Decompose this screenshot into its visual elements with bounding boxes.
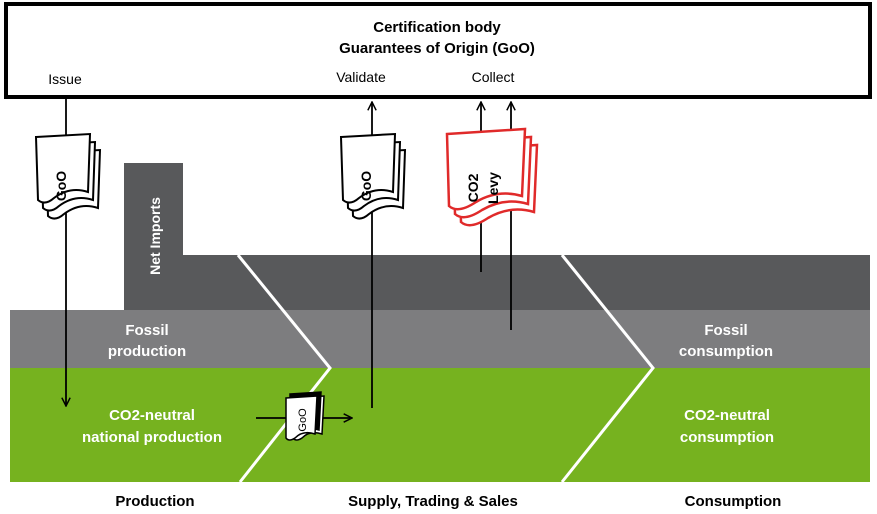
supply-consumption-separator — [560, 254, 655, 483]
stage-consumption: Consumption — [685, 493, 782, 510]
co2-label: CO2 — [465, 173, 481, 202]
transfer-goo-document-icon: GoO — [285, 391, 325, 441]
net-imports-band — [124, 163, 870, 310]
validate-label: Validate — [336, 69, 386, 85]
fossil-band — [10, 310, 870, 368]
fossil-consumption-line2: consumption — [679, 343, 773, 360]
fossil-consumption-line1: Fossil — [704, 322, 747, 339]
validated-goo-document-icon: GoO — [339, 132, 407, 220]
stage-production: Production — [115, 493, 194, 510]
issue-label: Issue — [48, 71, 82, 87]
co2-consumption-line1: CO2-neutral — [684, 407, 770, 424]
co2-national-line2: national production — [82, 429, 222, 446]
validated-goo-label: GoO — [358, 171, 374, 201]
levy-label: Levy — [485, 172, 501, 204]
certification-body-subtitle: Guarantees of Origin (GoO) — [339, 40, 535, 57]
net-imports-label: Net Imports — [147, 197, 163, 275]
fossil-production-line2: production — [108, 343, 186, 360]
certification-body-title: Certification body — [373, 19, 501, 36]
co2-consumption-line2: consumption — [680, 429, 774, 446]
issued-goo-label: GoO — [53, 171, 69, 201]
production-supply-separator — [236, 254, 332, 483]
certification-body-box — [4, 2, 872, 99]
issued-goo-document-icon: GoO — [34, 132, 102, 220]
co2-neutral-band — [10, 368, 870, 482]
co2-national-line1: CO2-neutral — [109, 407, 195, 424]
stage-supply: Supply, Trading & Sales — [348, 493, 518, 510]
collect-label: Collect — [472, 69, 515, 85]
co2-levy-document-icon: CO2 Levy — [445, 127, 539, 227]
fossil-production-line1: Fossil — [125, 322, 168, 339]
transfer-goo-label: GoO — [297, 408, 309, 432]
